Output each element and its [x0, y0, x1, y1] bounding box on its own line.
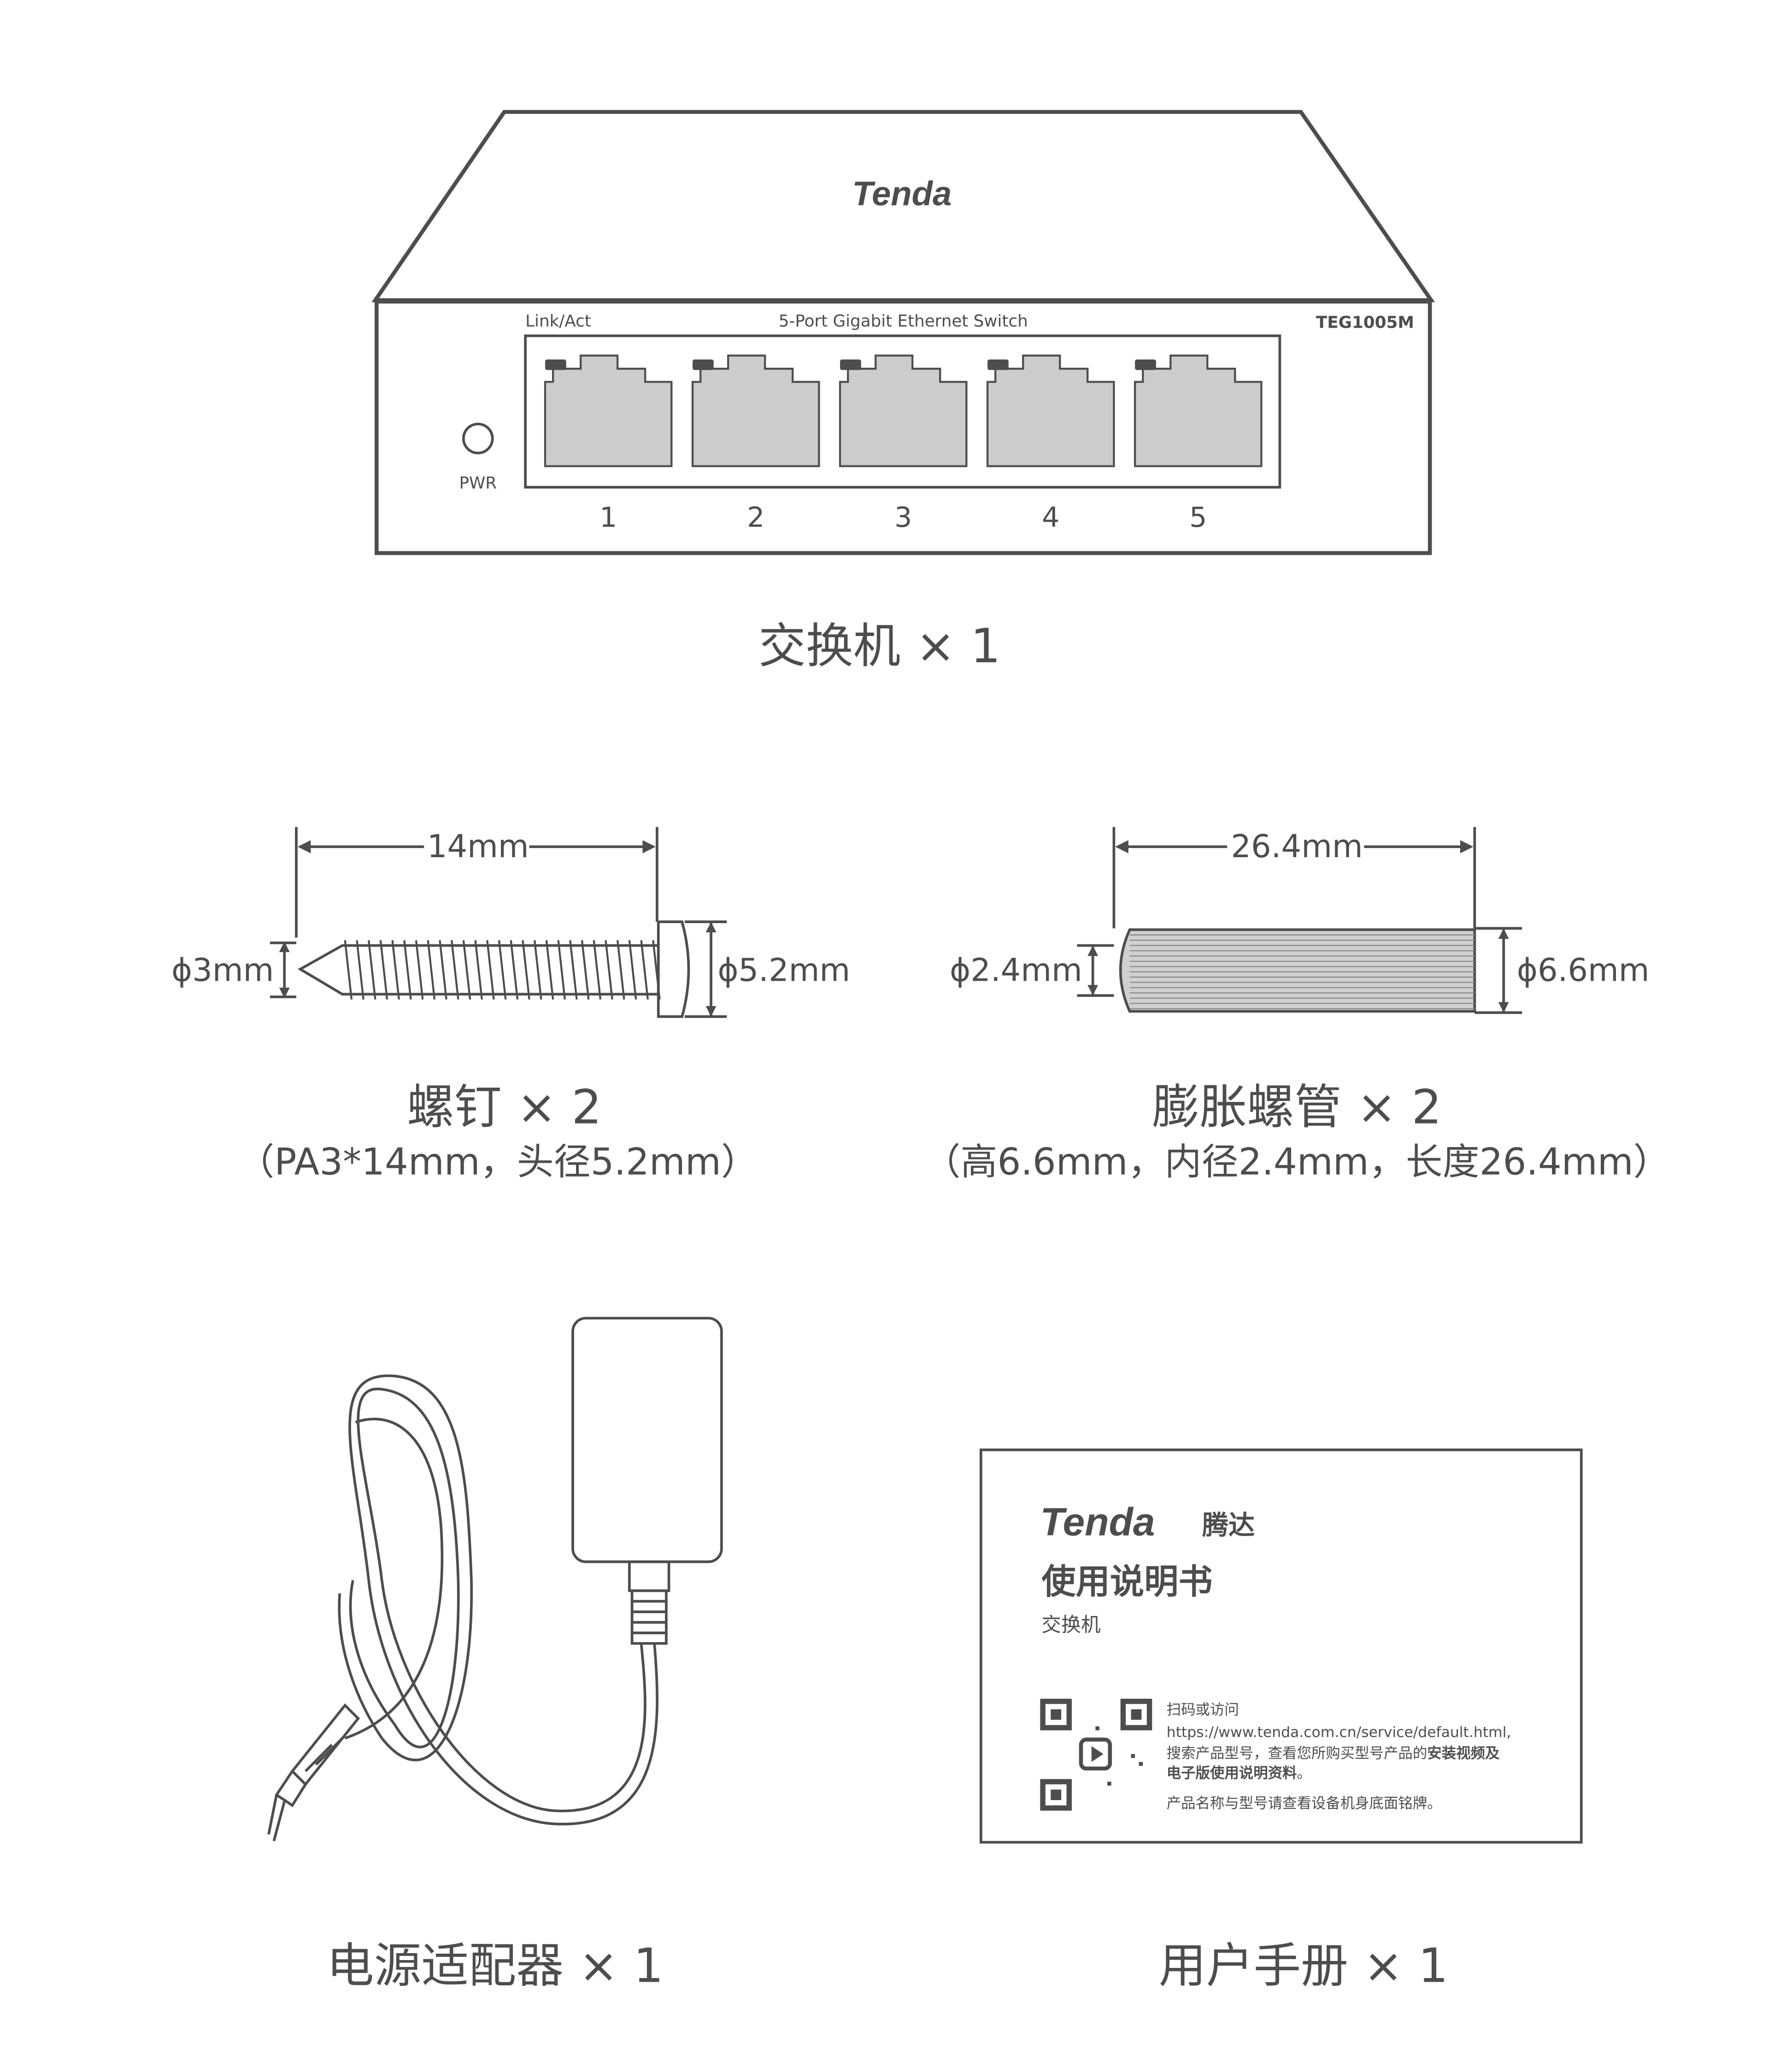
port-led [987, 359, 1009, 370]
port-number: 4 [1042, 501, 1059, 534]
port-led [545, 359, 566, 370]
anchor-spec: （高6.6mm，内径2.4mm，长度26.4mm） [923, 1141, 1670, 1183]
screw-tip-diameter: ϕ3mm [171, 952, 274, 989]
switch-description: 5-Port Gigabit Ethernet Switch [779, 312, 1028, 331]
qr-code [1040, 1698, 1152, 1811]
switch-illustration: Tenda Link/Act 5-Port Gigabit Ethernet S… [371, 110, 1435, 674]
adapter-caption: 电源适配器 × 1 [327, 1938, 664, 1993]
power-adapter-illustration: 电源适配器 × 1 [267, 1317, 723, 1993]
screw-length: 14mm [427, 828, 529, 865]
manual-scan-text: 扫码或访问 [1167, 1702, 1239, 1718]
screw-illustration: 14mm ϕ3mm ϕ5.2mm 螺钉 × 2 （PA3*14mm，头径5.2m… [171, 827, 850, 1183]
power-label: PWR [459, 474, 497, 493]
port-led [1135, 359, 1156, 370]
port-number: 3 [894, 501, 912, 534]
screw-caption: 螺钉 × 2 [407, 1080, 602, 1135]
ethernet-port [839, 354, 968, 467]
ethernet-port [1134, 354, 1263, 467]
anchor-outer-diameter: ϕ6.6mm [1517, 952, 1650, 989]
manual-line2-bold: 电子版使用说明资料 [1167, 1765, 1297, 1781]
anchor-length: 26.4mm [1231, 828, 1363, 865]
screw-head-diameter: ϕ5.2mm [717, 952, 850, 989]
ethernet-port [544, 354, 673, 467]
port-number: 1 [599, 501, 617, 534]
manual-line2-end: 。 [1297, 1765, 1311, 1781]
manual-product: 交换机 [1041, 1613, 1101, 1637]
link-act-label: Link/Act [525, 312, 591, 331]
switch-front [374, 300, 1432, 555]
svg-text:搜索产品型号，查看您所购买型号产品的安装视频及: 搜索产品型号，查看您所购买型号产品的安装视频及 [1167, 1745, 1500, 1762]
screw-head [657, 920, 690, 1018]
manual-title: 使用说明书 [1041, 1561, 1212, 1602]
port-led [840, 359, 861, 370]
port-number: 5 [1189, 501, 1207, 534]
anchor-illustration: 26.4mm ϕ2.4mm ϕ6.6mm 膨胀螺管 × 2 （高6.6mm，内径… [923, 827, 1670, 1183]
manual-caption: 用户手册 × 1 [1159, 1938, 1448, 1993]
screw-spec: （PA3*14mm，头径5.2mm） [237, 1141, 758, 1183]
user-manual-illustration: Tenda 腾达 使用说明书 交换机 扫码或访问 https://www.ten… [979, 1448, 1583, 1993]
ethernet-port [691, 354, 820, 467]
switch-logo: Tenda [852, 175, 952, 213]
manual-logo: Tenda [1040, 1500, 1155, 1544]
switch-caption: 交换机 × 1 [758, 619, 1001, 674]
anchor-inner-diameter: ϕ2.4mm [950, 952, 1082, 989]
manual-line1: 搜索产品型号，查看您所购买型号产品的 [1167, 1745, 1428, 1762]
manual-logo-cn: 腾达 [1202, 1510, 1255, 1541]
ethernet-port [986, 354, 1115, 467]
manual-url: https://www.tenda.com.cn/service/default… [1167, 1724, 1511, 1741]
manual-line1-bold: 安装视频及 [1427, 1745, 1500, 1762]
manual-nameplate-note: 产品名称与型号请查看设备机身底面铭牌。 [1167, 1795, 1442, 1812]
anchor-caption: 膨胀螺管 × 2 [1152, 1080, 1441, 1135]
svg-text:电子版使用说明资料。: 电子版使用说明资料。 [1167, 1765, 1311, 1781]
port-led [693, 359, 714, 370]
power-led [462, 423, 494, 454]
port-number: 2 [747, 501, 764, 534]
model-label: TEG1005M [1316, 313, 1414, 332]
port-panel [524, 334, 1281, 489]
